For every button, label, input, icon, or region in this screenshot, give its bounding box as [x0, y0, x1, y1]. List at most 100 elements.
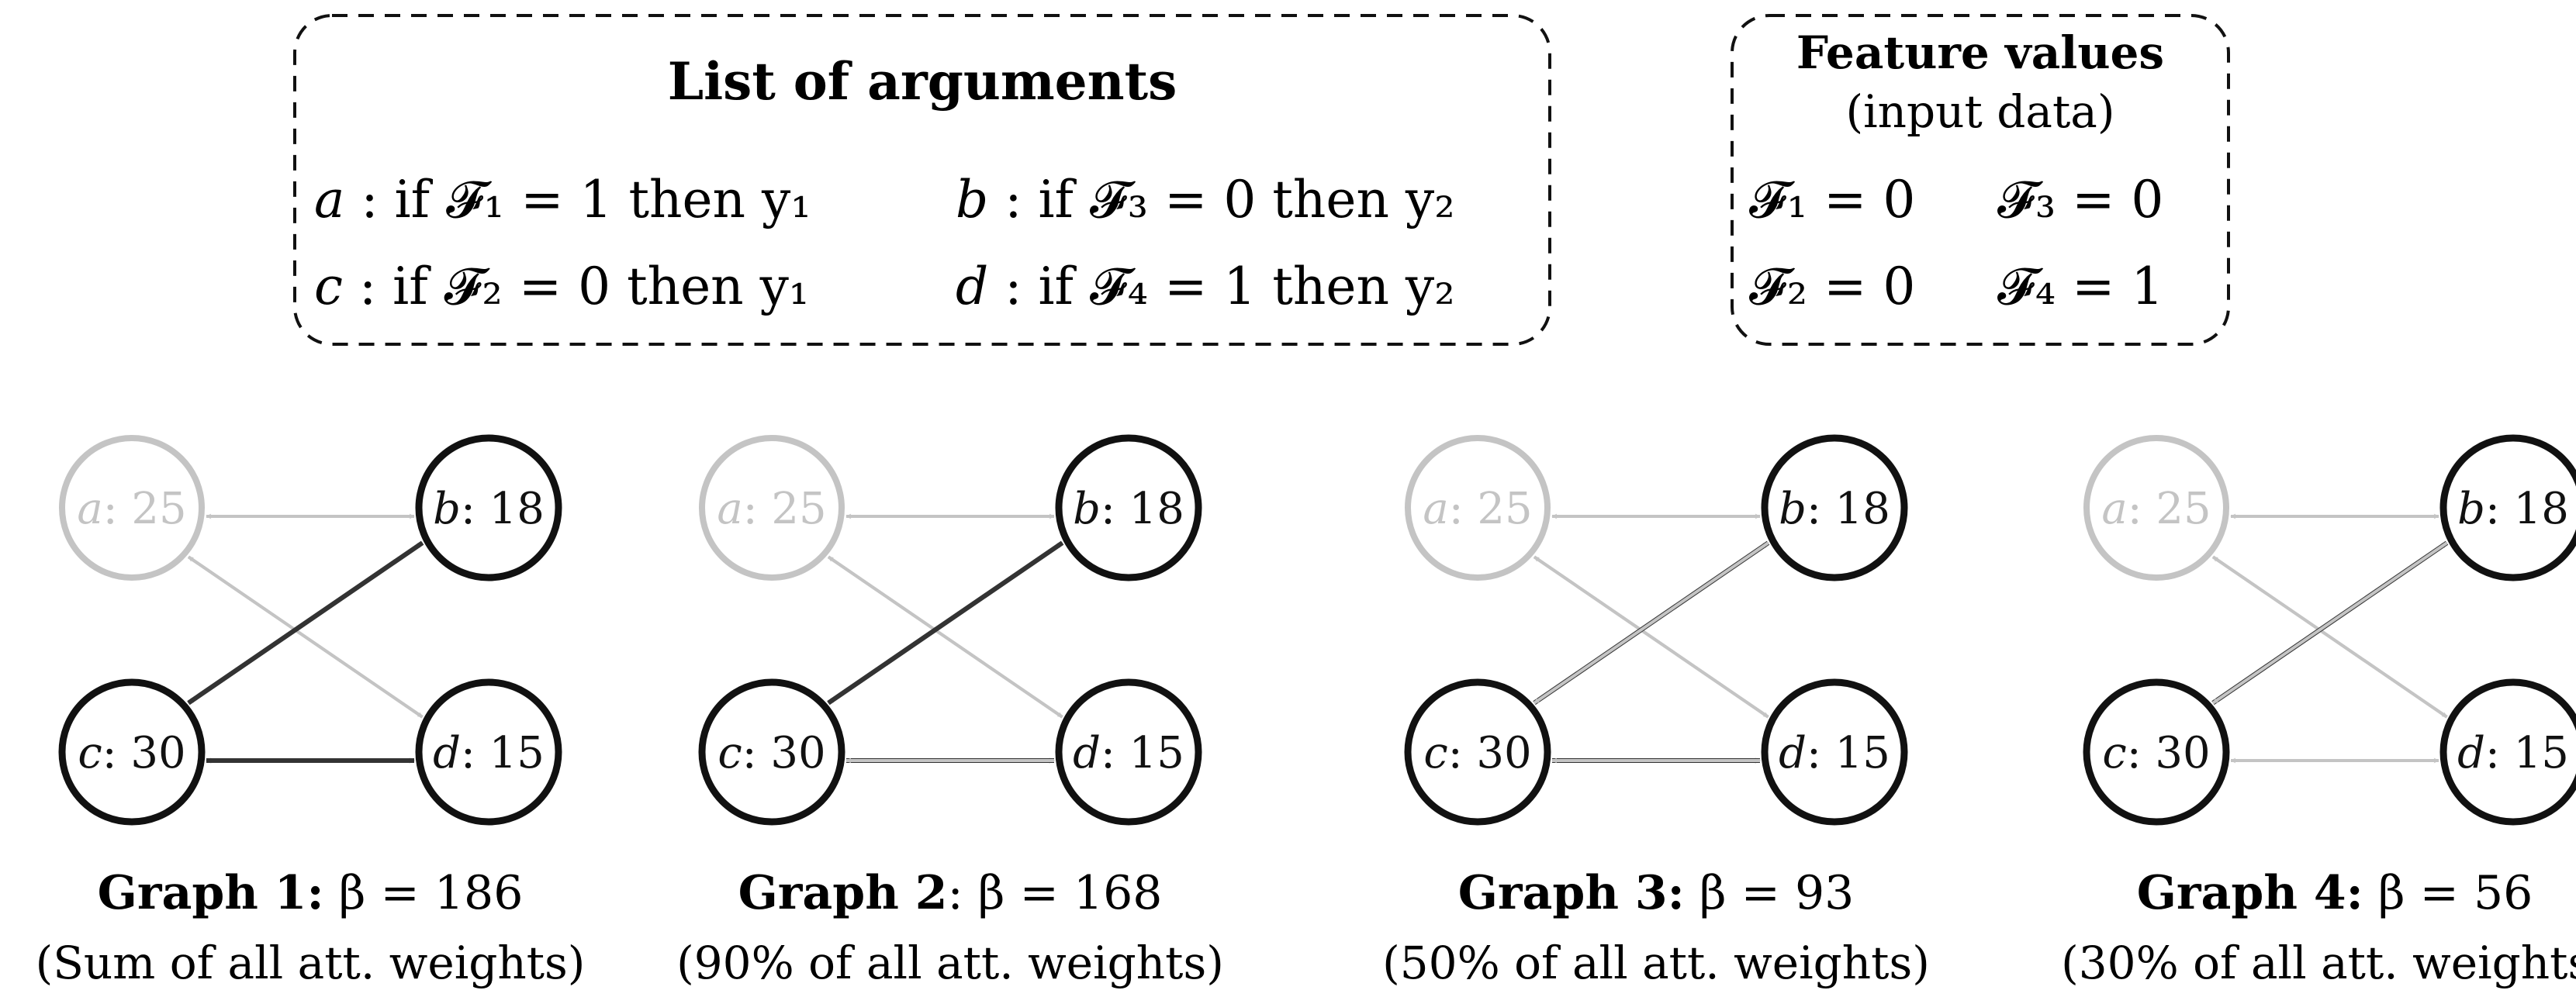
graph-4-caption: (30% of all att. weights): [2061, 937, 2576, 989]
node-c: [1404, 678, 1551, 826]
node-a-label: a: 25: [2101, 484, 2211, 534]
arguments-box: List of arguments a : if 𝓕₁ = 1 then y₁ …: [293, 14, 1551, 346]
node-c-value: : 30: [102, 728, 186, 778]
feature-f3: 𝓕₃ = 0: [1997, 170, 2163, 229]
node-c-value: : 30: [742, 728, 826, 778]
node-d-arg: d: [1073, 728, 1101, 778]
feature-f2: 𝓕₂ = 0: [1749, 257, 1915, 316]
node-a-value: : 25: [1449, 484, 1533, 534]
node-a-value: : 25: [2128, 484, 2211, 534]
node-b-arg: b: [1073, 484, 1101, 534]
node-d-value: : 15: [1101, 728, 1184, 778]
node-c-arg: c: [78, 728, 102, 778]
node-c-arg: c: [1423, 728, 1447, 778]
node-a: [2083, 435, 2229, 581]
edge-b-c: [1533, 541, 1769, 705]
rule-a-arg: a: [314, 170, 344, 229]
node-c-value: : 30: [2127, 728, 2211, 778]
node-d-label: d: 15: [433, 728, 545, 778]
rule-c: c : if 𝓕₂ = 0 then y₁: [314, 257, 809, 316]
node-c: [698, 678, 845, 826]
edge-d-a: [187, 555, 424, 719]
node-c-label: c: 30: [1423, 728, 1531, 778]
node-c-label: c: 30: [78, 728, 185, 778]
rule-c-text: : if 𝓕₂ = 0 then y₁: [343, 257, 809, 316]
node-b-value: : 18: [461, 484, 545, 534]
graph-beta: β = 93: [1685, 866, 1855, 920]
graph-2-caption: (90% of all att. weights): [676, 937, 1224, 989]
node-d: [1761, 678, 1908, 826]
rule-a-text: : if 𝓕₁ = 1 then y₁: [344, 170, 811, 229]
node-c-label: c: 30: [717, 728, 825, 778]
edge-b-c: [2211, 541, 2448, 705]
node-b: [1761, 434, 1908, 581]
node-b-label: b: 18: [1073, 484, 1184, 534]
node-b-label: b: 18: [2457, 484, 2569, 534]
rule-b: b : if 𝓕₃ = 0 then y₂: [956, 170, 1455, 229]
graph-1-title: Graph 1: β = 186: [98, 866, 524, 920]
node-d-value: : 15: [461, 728, 545, 778]
node-a: [699, 435, 845, 581]
node-a-arg: a: [717, 484, 742, 534]
node-b-arg: b: [433, 484, 461, 534]
node-c-value: : 30: [1448, 728, 1532, 778]
graph-beta: β = 56: [2363, 866, 2533, 920]
edge-b-c: [187, 540, 424, 706]
graph-4: a: 25 b: 18 c: 30 d: 15 Graph 4: β = 56 (30% …: [2061, 434, 2576, 989]
node-d: [415, 678, 562, 826]
node-b-arg: b: [1779, 484, 1807, 534]
node-b-label: b: 18: [1779, 484, 1890, 534]
node-d-label: d: 15: [1073, 728, 1184, 778]
graph-3-caption: (50% of all att. weights): [1382, 937, 1930, 989]
graph-beta: β = 186: [324, 866, 524, 920]
feature-title: Feature values: [1796, 26, 2164, 79]
rule-c-arg: c: [314, 257, 343, 316]
feature-f1: 𝓕₁ = 0: [1749, 170, 1915, 229]
node-b-arg: b: [2457, 484, 2485, 534]
rule-b-arg: b: [956, 170, 988, 229]
node-a: [1405, 435, 1551, 581]
node-a-label: a: 25: [717, 484, 826, 534]
node-d-arg: d: [2457, 728, 2485, 778]
node-b: [2439, 434, 2576, 581]
node-d-arg: d: [1779, 728, 1807, 778]
node-a: [59, 435, 205, 581]
node-b-value: : 18: [1807, 484, 1890, 534]
rule-d: d : if 𝓕₄ = 1 then y₂: [956, 257, 1455, 316]
arguments-box-border: [293, 14, 1551, 346]
node-c: [2083, 678, 2230, 826]
node-a-arg: a: [1423, 484, 1448, 534]
graph-4-title: Graph 4: β = 56: [2137, 866, 2533, 920]
rule-b-text: : if 𝓕₃ = 0 then y₂: [988, 170, 1454, 229]
node-d-arg: d: [433, 728, 461, 778]
node-a-value: : 25: [103, 484, 187, 534]
node-c-label: c: 30: [2102, 728, 2210, 778]
node-b-value: : 18: [2485, 484, 2569, 534]
graph-title-bold: Graph 1:: [98, 866, 324, 920]
graph-2: a: 25 b: 18 c: 30 d: 15 Graph 2: β = 168 (90%…: [676, 434, 1224, 989]
node-b-label: b: 18: [433, 484, 545, 534]
edge-d-a: [1533, 555, 1769, 719]
graph-1-caption: (Sum of all att. weights): [36, 937, 586, 989]
arguments-title: List of arguments: [668, 51, 1177, 112]
graph-3: a: 25 b: 18 c: 30 d: 15 Graph 3: β = 93 (50% …: [1382, 434, 1930, 989]
graph-title-bold: Graph 2: [738, 866, 948, 920]
node-a-value: : 25: [743, 484, 827, 534]
node-d-label: d: 15: [1779, 728, 1890, 778]
node-c: [58, 678, 206, 826]
node-b: [1055, 434, 1202, 581]
graph-title-bold: Graph 3:: [1458, 866, 1685, 920]
node-d-value: : 15: [2485, 728, 2569, 778]
feature-subtitle: (input data): [1846, 85, 2115, 138]
edge-d-a: [2211, 555, 2448, 719]
node-d-value: : 15: [1807, 728, 1890, 778]
graph-title-bold: Graph 4:: [2137, 866, 2363, 920]
node-d: [1055, 678, 1202, 826]
node-d-label: d: 15: [2457, 728, 2569, 778]
node-a-label: a: 25: [1423, 484, 1532, 534]
graph-beta: : β = 168: [948, 866, 1163, 920]
node-a-arg: a: [77, 484, 102, 534]
node-a-label: a: 25: [77, 484, 186, 534]
